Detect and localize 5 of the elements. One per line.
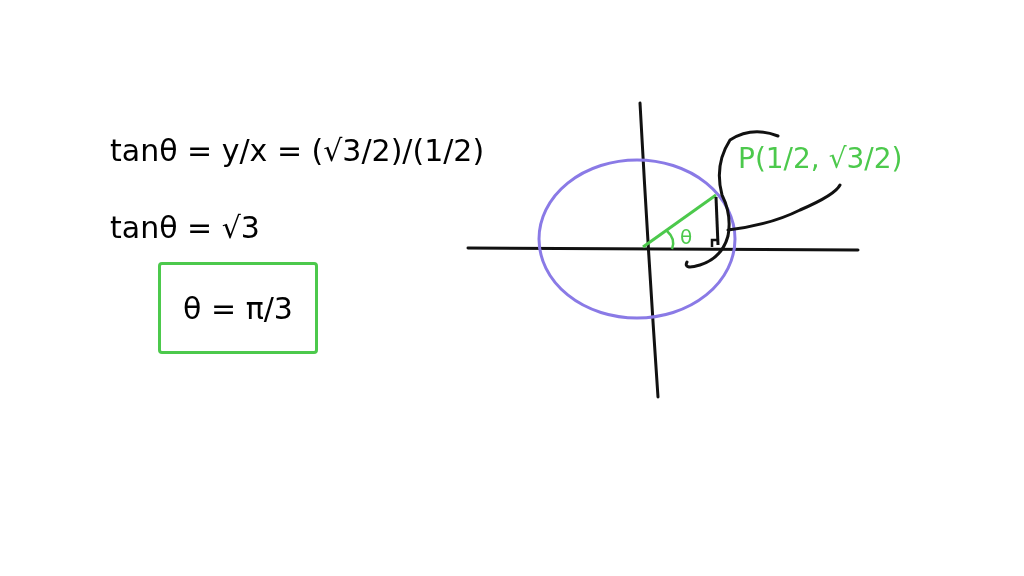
answer-box: θ = π/3 xyxy=(158,262,318,354)
angle-label: θ xyxy=(680,224,693,251)
point-label: P(1/2, √3/2) xyxy=(738,141,903,177)
equation: tanθ = y/x = (√3/2)/(1/2) xyxy=(110,132,485,170)
equation: tanθ = √3 xyxy=(110,209,260,247)
